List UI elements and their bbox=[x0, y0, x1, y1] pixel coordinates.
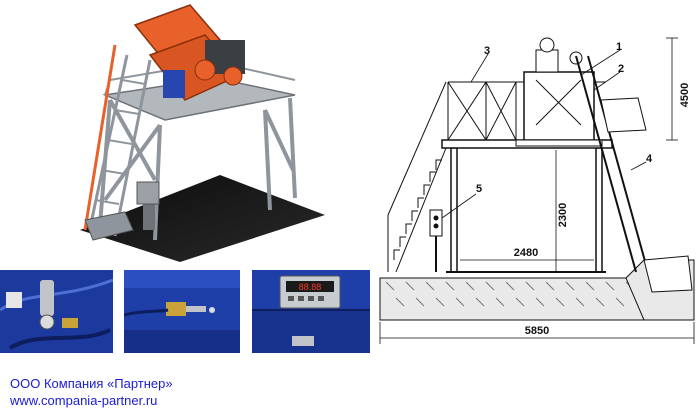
column-right bbox=[595, 147, 603, 273]
pressure-gauge-icon bbox=[39, 314, 55, 330]
mixer-3d-render bbox=[80, 4, 325, 262]
photo-pneumatic-unit bbox=[0, 270, 113, 353]
callout-4: 4 bbox=[646, 153, 653, 165]
callout-1: 1 bbox=[616, 41, 622, 53]
weight-readout: 88.88 bbox=[299, 282, 322, 292]
callout-2: 2 bbox=[618, 63, 624, 75]
access-stairs bbox=[387, 81, 447, 273]
skip-bucket bbox=[84, 211, 134, 241]
valve-icon bbox=[166, 302, 186, 316]
skip-hoist-rail bbox=[83, 44, 117, 231]
access-ladder bbox=[88, 54, 152, 237]
control-panel bbox=[429, 209, 443, 272]
skip-hoist bbox=[575, 55, 693, 293]
floor-shadow bbox=[80, 175, 325, 262]
mixer-body bbox=[515, 37, 603, 147]
callout-5: 5 bbox=[476, 183, 482, 195]
control-cabinet bbox=[136, 181, 160, 230]
company-name: ООО Компания «Партнер» bbox=[10, 376, 173, 391]
technical-drawing: 1 2 3 4 5 4500 2300 2480 5850 bbox=[379, 37, 695, 344]
photo-valve-fitting bbox=[124, 270, 240, 353]
dim-total-length: 5850 bbox=[525, 325, 549, 337]
company-website-link[interactable]: www.compania-partner.ru bbox=[10, 393, 158, 408]
dim-column-span: 2480 bbox=[514, 247, 538, 259]
dim-total-height: 4500 bbox=[679, 83, 691, 107]
dim-platform-height: 2300 bbox=[557, 203, 569, 227]
air-filter-icon bbox=[40, 280, 54, 316]
photo-weighing-terminal: 88.88 bbox=[252, 270, 370, 353]
mixer-unit bbox=[133, 4, 245, 101]
ground-foundation bbox=[379, 277, 645, 321]
callout-3: 3 bbox=[484, 45, 490, 57]
